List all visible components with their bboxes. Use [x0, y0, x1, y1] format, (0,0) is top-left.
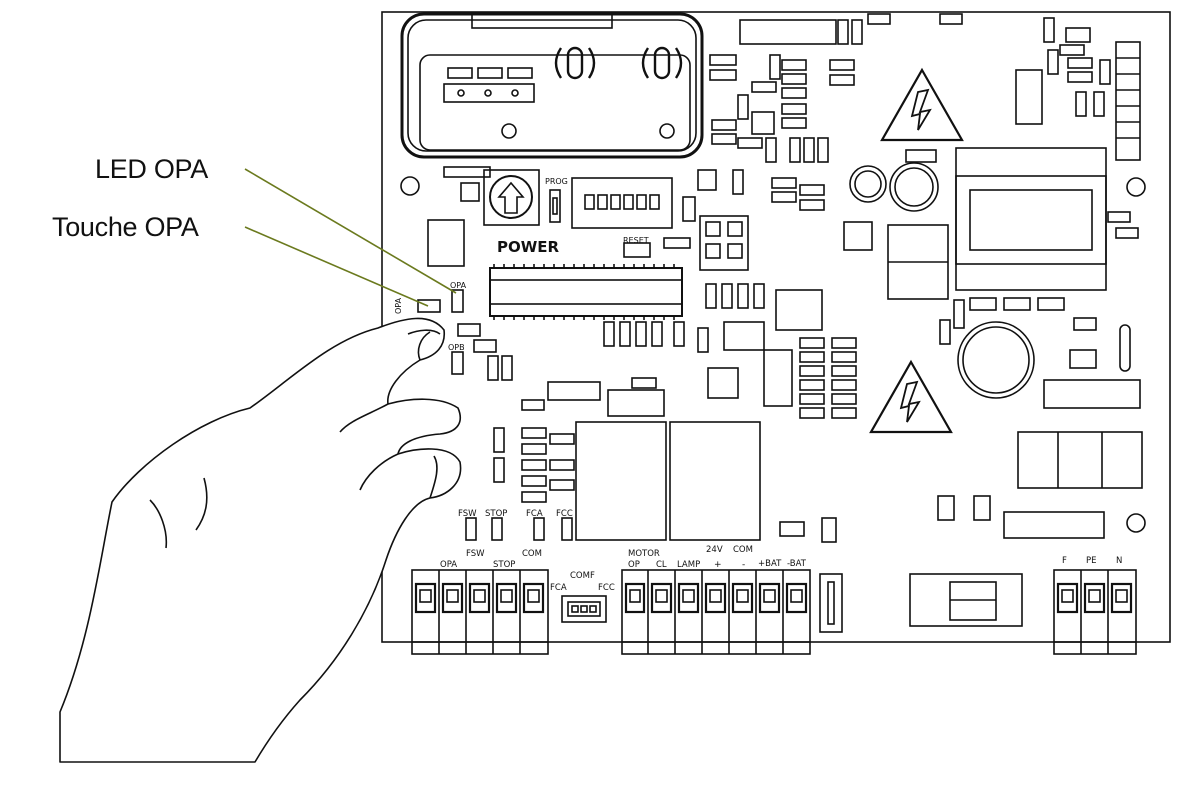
mounting-hole — [400, 176, 420, 196]
fuse — [819, 573, 843, 633]
prog-trimmer — [483, 169, 540, 226]
relay — [575, 421, 667, 541]
leader-line-button — [244, 226, 429, 307]
terminal-n-label: N — [1116, 556, 1122, 566]
opa-led-label: OPA — [450, 281, 467, 290]
motor-label: MOTOR — [628, 549, 660, 559]
terminal-com-24v-label: COM — [733, 545, 753, 555]
terminal-com-label: COM — [522, 549, 542, 559]
reset-label: RESET — [623, 236, 649, 245]
opb-led — [451, 351, 464, 375]
comf-connector — [561, 595, 607, 623]
high-voltage-warning-icon — [869, 359, 953, 434]
opa-led — [451, 289, 464, 313]
comf-fcc-label: FCC — [598, 583, 615, 593]
terminal-op-label: OP — [628, 560, 640, 570]
resistor-column — [799, 337, 857, 419]
prog-jumper — [549, 189, 561, 223]
terminal-opa-label: OPA — [440, 560, 457, 570]
terminal-block-left — [411, 569, 549, 655]
microcontroller-chip — [489, 264, 683, 320]
leader-line-led — [244, 168, 457, 294]
touche-opa-label: Touche OPA — [52, 212, 199, 242]
mains-connector — [909, 573, 1023, 627]
connector-block — [699, 215, 749, 271]
hand-illustration — [59, 317, 462, 763]
terminal-block-mains — [1053, 569, 1137, 655]
prog-label: PROG — [545, 177, 568, 186]
terminal-cl-label: CL — [656, 560, 667, 570]
terminal-fsw-label: FSW — [466, 549, 485, 559]
led-stop-label: STOP — [485, 509, 507, 519]
dip-switch — [571, 177, 673, 229]
led-fcc-label: FCC — [556, 509, 573, 519]
terminal-minus-bat-label: -BAT — [787, 559, 807, 569]
terminal-block-motor — [621, 569, 811, 655]
opa-button-label: OPA — [394, 297, 403, 314]
led-opa-label: LED OPA — [95, 154, 208, 184]
leader-lines — [244, 168, 457, 307]
terminal-24v-label: 24V — [706, 545, 723, 555]
terminal-plus-label: + — [714, 560, 722, 570]
led-fca-label: FCA — [526, 509, 543, 519]
terminal-stop-label: STOP — [493, 560, 515, 570]
mounting-hole — [1126, 513, 1146, 533]
mounting-hole — [1126, 177, 1146, 197]
opb-label: OPB — [448, 343, 465, 352]
terminal-lamp-label: LAMP — [677, 560, 700, 570]
power-label: POWER — [497, 238, 560, 256]
terminal-plus-bat-label: +BAT — [758, 559, 782, 569]
receiver-module — [400, 12, 704, 159]
terminal-f-label: F — [1062, 556, 1067, 566]
terminal-minus-label: - — [742, 560, 745, 570]
opa-button — [417, 299, 441, 313]
terminal-pe-label: PE — [1086, 556, 1097, 566]
comf-fca-label: FCA — [550, 583, 567, 593]
comf-label: COMF — [570, 571, 595, 581]
high-voltage-warning-icon — [880, 67, 964, 142]
transformer — [955, 147, 1107, 291]
led-fsw-label: FSW — [458, 509, 477, 519]
relay — [669, 421, 761, 541]
